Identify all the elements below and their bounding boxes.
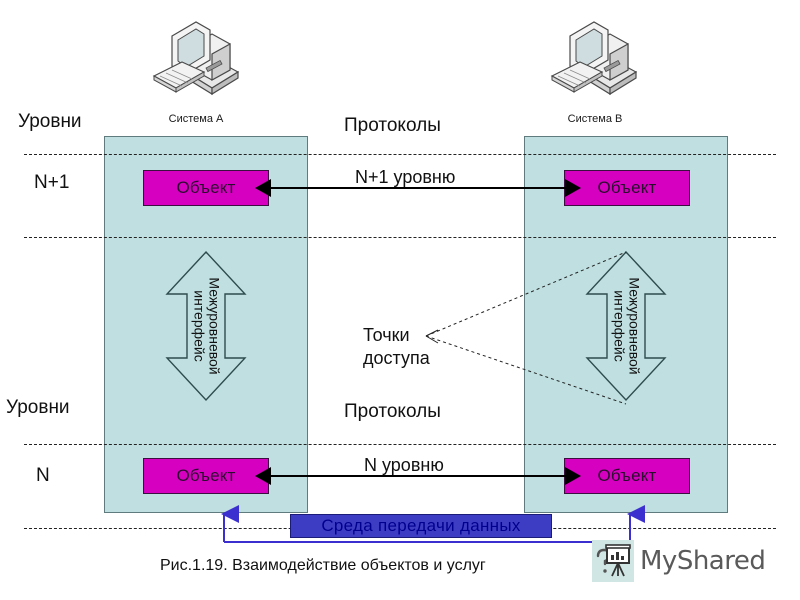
interlayer-interface-label-system-a: Межуровневой интерфейс <box>163 250 249 402</box>
interlayer-interface-arrow-system-b <box>583 250 669 402</box>
access-points-leader-lines <box>418 248 636 514</box>
object-box-system-a-level-n[interactable]: Объект <box>143 458 269 494</box>
protocol-arrow-n-plus-1 <box>255 178 581 198</box>
protocols-label-top: Протоколы <box>344 115 441 136</box>
object-box-system-a-level-n-plus-1[interactable]: Объект <box>143 170 269 206</box>
system-b-label: Система B <box>567 113 623 125</box>
levels-label-bottom: Уровни <box>6 397 70 418</box>
object-box-system-b-level-n[interactable]: Объект <box>564 458 690 494</box>
interlayer-interface-line-1: Межуровневой <box>206 277 223 375</box>
protocols-label-bottom: Протоколы <box>344 401 441 422</box>
access-points-label: Точки доступа <box>363 324 430 369</box>
object-box-system-b-level-n-plus-1[interactable]: Объект <box>564 170 690 206</box>
layer-separator-top <box>24 154 776 155</box>
system-a-label: Система A <box>168 113 224 125</box>
system-b-computer-icon <box>546 14 642 100</box>
myshared-watermark-text: MyShared <box>640 546 766 576</box>
layer-separator-lower-mid <box>24 444 776 445</box>
interlayer-interface-line-2: интерфейс <box>191 290 207 362</box>
levels-label-top: Уровни <box>18 111 82 132</box>
protocol-arrow-n-plus-1-label: N+1 уровню <box>355 167 456 187</box>
access-points-line-2: доступа <box>363 347 430 368</box>
system-a-computer-icon <box>148 14 244 100</box>
presentation-board-icon <box>592 540 634 582</box>
interlayer-interface-arrow-system-a <box>163 250 249 402</box>
myshared-watermark: MyShared <box>592 540 766 582</box>
protocol-arrow-n-label: N уровню <box>364 455 444 475</box>
access-points-line-1: Точки <box>363 325 410 345</box>
media-connector <box>210 505 646 552</box>
protocol-arrow-n <box>255 466 581 486</box>
level-n-plus-1-label: N+1 <box>34 172 70 193</box>
transmission-media-bar[interactable]: Среда передачи данных <box>290 514 552 538</box>
figure-caption: Рис.1.19. Взаимодействие объектов и услу… <box>160 557 486 574</box>
layer-separator-upper-mid <box>24 237 776 238</box>
level-n-label: N <box>36 465 50 486</box>
